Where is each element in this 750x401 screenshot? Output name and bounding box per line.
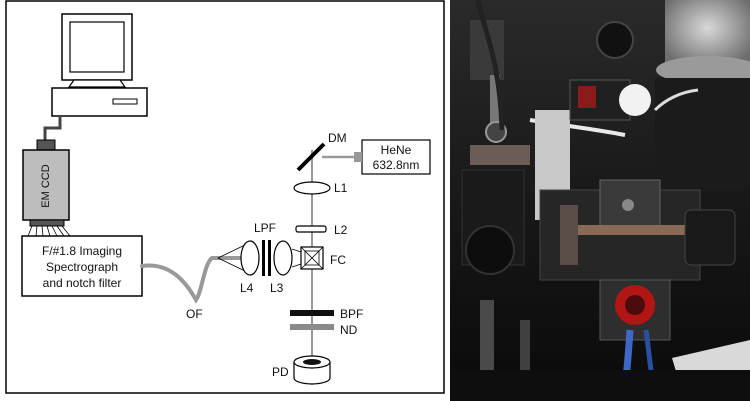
hene-laser: HeNe 632.8nm <box>322 139 431 175</box>
spectrograph-label-1: F/#1.8 Imaging <box>42 244 122 258</box>
laser-head <box>569 79 651 121</box>
bench-post-2 <box>520 320 530 370</box>
l1-label: L1 <box>334 181 348 195</box>
computer-icon <box>51 13 148 117</box>
spectrograph-box: F/#1.8 Imaging Spectrograph and notch fi… <box>21 235 143 297</box>
setup-photo <box>450 0 750 401</box>
white-cable-2 <box>653 88 699 112</box>
fiber-coupler: FC <box>300 246 346 270</box>
bpf-label: BPF <box>340 307 363 321</box>
lens-l2 <box>295 225 327 233</box>
computer-ccd-cable <box>43 116 62 150</box>
filter-nd <box>290 324 334 330</box>
pd-label: PD <box>272 365 289 379</box>
em-ccd-camera: EM CCD <box>22 139 71 237</box>
lens-l3 <box>273 240 293 276</box>
l2-label: L2 <box>334 223 348 237</box>
nd-label: ND <box>340 323 358 337</box>
fc-label: FC <box>330 253 346 267</box>
fiber-cable <box>475 0 505 131</box>
dichroic-mirror <box>296 142 326 172</box>
lens-l4 <box>240 240 260 276</box>
optical-fiber <box>140 256 242 304</box>
vacuum-chamber <box>655 0 750 188</box>
hene-label-1: HeNe <box>381 143 412 157</box>
round-knob <box>596 21 634 59</box>
bench-base <box>450 370 750 401</box>
spectrograph-label-2: Spectrograph <box>46 260 118 274</box>
optics-post <box>461 20 530 275</box>
optical-schematic: EM CCD F/#1.8 Imaging Spectrograph and n… <box>5 0 445 394</box>
of-label: OF <box>186 307 203 321</box>
filter-lpf-2 <box>268 240 271 276</box>
spectrograph-label-3: and notch filter <box>43 276 122 290</box>
em-ccd-label: EM CCD <box>40 164 52 207</box>
l4-label: L4 <box>240 281 254 295</box>
translation-stage <box>539 179 736 281</box>
photodiode: PD <box>272 355 331 385</box>
collection-optics: LPF L4 L3 <box>217 221 302 295</box>
lpf-label: LPF <box>254 221 276 235</box>
lens-l1 <box>293 181 331 195</box>
dm-label: DM <box>328 131 347 145</box>
filter-lpf-1 <box>262 240 265 276</box>
bench-post-1 <box>480 300 494 370</box>
hene-label-2: 632.8nm <box>373 158 420 172</box>
l3-label: L3 <box>270 281 284 295</box>
filter-bpf <box>290 310 334 316</box>
